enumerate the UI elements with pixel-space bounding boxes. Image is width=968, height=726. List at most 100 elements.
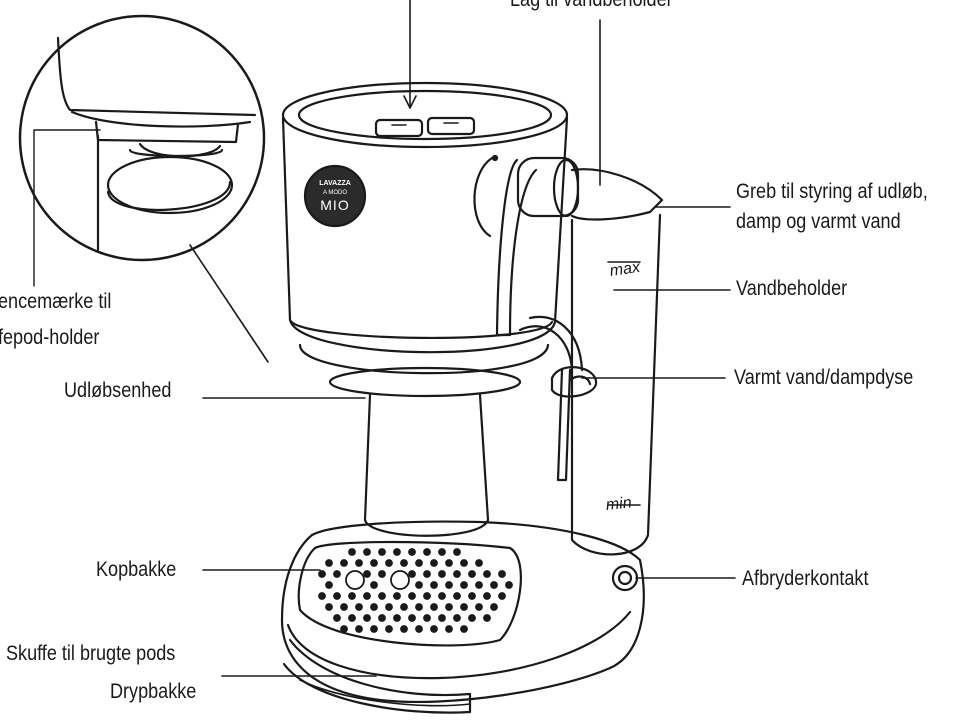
tray-hole bbox=[460, 625, 468, 633]
upper-body bbox=[281, 81, 569, 398]
tray-hole bbox=[445, 603, 453, 611]
tray-hole bbox=[468, 592, 476, 600]
leader-lines bbox=[202, 0, 736, 677]
tray-hole bbox=[445, 559, 453, 567]
tray-hole bbox=[378, 614, 386, 622]
tray-hole bbox=[430, 581, 438, 589]
label-outlet: Udløbsenhed bbox=[64, 379, 172, 402]
tray-hole bbox=[445, 581, 453, 589]
tray-hole bbox=[333, 614, 341, 622]
tray-hole bbox=[430, 603, 438, 611]
brand-mid: A MODO bbox=[322, 190, 347, 196]
tray-hole bbox=[415, 625, 423, 633]
tray-hole bbox=[468, 614, 476, 622]
tray-hole bbox=[438, 614, 446, 622]
tray-hole bbox=[453, 570, 461, 578]
tray-hole bbox=[393, 548, 401, 556]
tray-hole bbox=[408, 570, 416, 578]
max-marking: max bbox=[608, 258, 642, 280]
tray-hole bbox=[340, 559, 348, 567]
tray-hole bbox=[400, 603, 408, 611]
tray-hole bbox=[423, 548, 431, 556]
tray-hole bbox=[408, 614, 416, 622]
tray-hole bbox=[400, 625, 408, 633]
tray-hole bbox=[505, 581, 513, 589]
tray-hole bbox=[453, 614, 461, 622]
tray-hole bbox=[378, 592, 386, 600]
tray-hole bbox=[475, 603, 483, 611]
tray-hole bbox=[438, 570, 446, 578]
tray-hole bbox=[378, 548, 386, 556]
tray-hole bbox=[385, 625, 393, 633]
water-tank bbox=[570, 168, 664, 556]
tray-hole bbox=[468, 570, 476, 578]
tray-hole bbox=[363, 548, 371, 556]
tray-hole bbox=[483, 592, 491, 600]
tray-hole bbox=[363, 592, 371, 600]
tray-hole bbox=[378, 570, 386, 578]
tray-hole bbox=[475, 559, 483, 567]
tray-hole bbox=[325, 603, 333, 611]
tray-hole bbox=[438, 548, 446, 556]
cup-tray-holes bbox=[318, 548, 513, 633]
min-marking: min bbox=[605, 494, 633, 514]
tray-hole bbox=[453, 548, 461, 556]
tray-hole bbox=[423, 592, 431, 600]
tray-hole bbox=[355, 603, 363, 611]
tray-hole bbox=[498, 570, 506, 578]
lever bbox=[495, 156, 584, 372]
tray-hole bbox=[460, 581, 468, 589]
tray-hole bbox=[423, 570, 431, 578]
tray-hole bbox=[370, 625, 378, 633]
label-ref-mark-line2: fepod-holder bbox=[0, 326, 100, 349]
tray-hole bbox=[385, 559, 393, 567]
tray-hole bbox=[348, 548, 356, 556]
tray-hole bbox=[460, 603, 468, 611]
tray-hole bbox=[415, 559, 423, 567]
tray-hole bbox=[498, 592, 506, 600]
tray-hole bbox=[438, 592, 446, 600]
tray-hole bbox=[400, 559, 408, 567]
base bbox=[280, 520, 645, 714]
brand-top: LAVAZZA bbox=[319, 180, 351, 187]
tray-hole bbox=[325, 581, 333, 589]
tray-hole bbox=[370, 559, 378, 567]
label-drip-tray: Drypbakke bbox=[110, 680, 197, 703]
tray-hole bbox=[393, 614, 401, 622]
tray-hole bbox=[318, 592, 326, 600]
tray-hole bbox=[355, 559, 363, 567]
tray-hole bbox=[475, 581, 483, 589]
tray-hole bbox=[430, 625, 438, 633]
tray-hole bbox=[348, 614, 356, 622]
tray-hole bbox=[370, 603, 378, 611]
brand-badge bbox=[303, 164, 367, 228]
tray-hole bbox=[483, 614, 491, 622]
tray-hole bbox=[430, 559, 438, 567]
tray-hole bbox=[445, 625, 453, 633]
tray-hole bbox=[340, 603, 348, 611]
label-cup-tray: Kopbakke bbox=[96, 558, 177, 581]
tray-hole bbox=[370, 581, 378, 589]
tray-hole bbox=[483, 570, 491, 578]
tray-hole bbox=[393, 592, 401, 600]
tray-hole bbox=[363, 570, 371, 578]
tray-hole bbox=[415, 581, 423, 589]
column bbox=[363, 393, 490, 522]
label-tank: Vandbeholder bbox=[736, 277, 848, 300]
tray-hole bbox=[355, 625, 363, 633]
tray-hole bbox=[348, 592, 356, 600]
tray-hole bbox=[453, 592, 461, 600]
tray-hole bbox=[490, 603, 498, 611]
tray-hole bbox=[325, 559, 333, 567]
steam-nozzle bbox=[550, 366, 598, 482]
tray-hole bbox=[490, 581, 498, 589]
brand-bottom: MIO bbox=[320, 197, 350, 213]
tray-hole bbox=[408, 548, 416, 556]
label-ref-mark: encemærke til bbox=[0, 290, 112, 313]
label-nozzle: Varmt vand/dampdyse bbox=[734, 366, 914, 389]
label-switch: Afbryderkontakt bbox=[742, 567, 869, 590]
label-lever-line2: damp og varmt vand bbox=[736, 210, 901, 233]
tray-hole bbox=[340, 625, 348, 633]
